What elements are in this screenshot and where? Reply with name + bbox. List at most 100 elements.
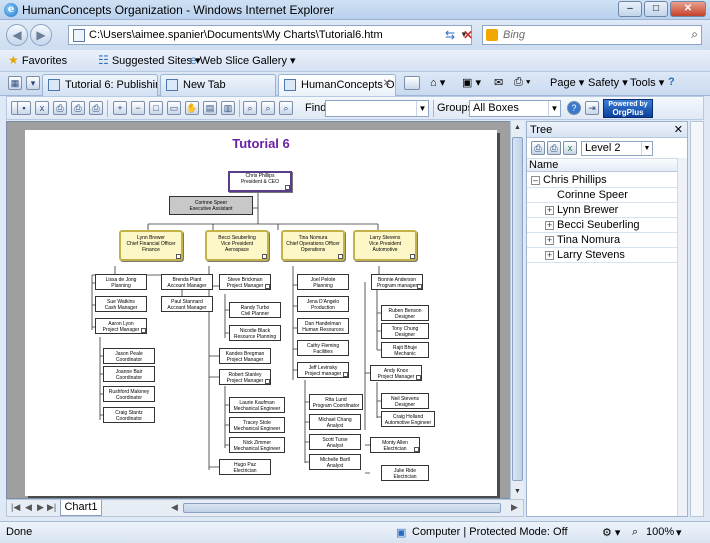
expand-icon[interactable] <box>343 372 348 377</box>
orgplus-logo[interactable]: Powered by OrgPlus <box>603 99 653 118</box>
mail-icon[interactable]: ✉ <box>494 77 504 89</box>
address-dropdown-icon[interactable]: ▼ <box>460 30 468 39</box>
print-setup-icon[interactable]: ⎙ <box>89 101 103 115</box>
expand-icon[interactable] <box>265 379 270 384</box>
horizontal-scroll-thumb[interactable] <box>183 503 501 513</box>
tree-print-icon[interactable]: ⎙ <box>531 141 545 155</box>
org-view-icon[interactable]: ▤ <box>203 101 217 115</box>
minimize-button[interactable]: – <box>618 1 642 17</box>
expand-icon[interactable] <box>285 185 290 190</box>
close-button[interactable]: ✕ <box>670 1 706 17</box>
prev-sheet-icon[interactable]: ◀ <box>25 502 32 512</box>
collapse-icon[interactable]: – <box>531 175 540 185</box>
window-scrollbar[interactable] <box>690 121 704 517</box>
forward-button[interactable]: ▶ <box>30 24 52 46</box>
tab-list-icon[interactable]: ▾ <box>26 76 40 90</box>
print-preview-icon[interactable]: ⎙ <box>71 101 85 115</box>
expand-icon[interactable] <box>262 254 267 259</box>
maximize-button[interactable]: □ <box>644 1 668 17</box>
scroll-up-icon[interactable]: ▲ <box>514 124 521 131</box>
new-tab-button[interactable] <box>404 76 420 90</box>
level-select[interactable]: Level 2 ▼ <box>581 141 653 156</box>
stop-icon[interactable]: ✕ <box>462 28 474 42</box>
home-icon[interactable]: ⌂ ▾ <box>430 77 446 89</box>
next-sheet-icon[interactable]: ▶ <box>37 502 44 512</box>
last-sheet-icon[interactable]: ▶| <box>47 502 57 512</box>
search-icon[interactable]: ⌕ <box>691 27 698 41</box>
zoom-fit-icon[interactable]: □ <box>149 101 163 115</box>
groups-select[interactable]: All Boxes ▼ <box>469 100 561 117</box>
suggested-sites-link[interactable]: ☷ Suggested Sites ▾ <box>98 53 201 67</box>
expand-icon[interactable]: + <box>545 220 554 230</box>
feeds-icon[interactable]: ▣ ▾ <box>462 77 481 89</box>
org-node-vp-automotive[interactable]: Larry Stevens Vice President Automotive <box>353 230 417 261</box>
level-dropdown-icon[interactable]: ▼ <box>641 142 652 155</box>
find-next-icon[interactable]: ⌕ <box>261 101 275 115</box>
expand-icon[interactable]: + <box>545 235 554 245</box>
save-icon[interactable]: ▪ <box>17 101 31 115</box>
refresh-icon[interactable]: ⇆ <box>444 28 456 42</box>
tree-print-preview-icon[interactable]: ⎙ <box>547 141 561 155</box>
first-sheet-icon[interactable]: |◀ <box>11 502 21 512</box>
scroll-right-icon[interactable]: ▶ <box>511 502 518 512</box>
org-node-vp-aerospace[interactable]: Becci Seuberling Vice President Aerospac… <box>205 230 269 261</box>
back-button[interactable]: ◀ <box>6 24 28 46</box>
security-icon[interactable]: ⚙ ▾ <box>602 527 621 539</box>
favorites-button[interactable]: ★ Favorites <box>8 53 67 67</box>
expand-icon[interactable]: + <box>545 205 554 215</box>
zoom-in-icon[interactable]: + <box>113 101 127 115</box>
expand-icon[interactable] <box>410 254 415 259</box>
expand-icon[interactable] <box>141 328 146 333</box>
web-slice-gallery-link[interactable]: e Web Slice Gallery ▾ <box>190 53 296 67</box>
find-input[interactable]: ▼ <box>325 100 429 117</box>
expand-icon[interactable] <box>417 284 422 289</box>
expand-icon[interactable] <box>176 254 181 259</box>
address-bar[interactable]: C:\Users\aimee.spanier\Documents\My Char… <box>68 25 472 45</box>
tree-scrollbar[interactable] <box>677 158 687 516</box>
find-prev-icon[interactable]: ⌕ <box>279 101 293 115</box>
zoom-dropdown-icon[interactable]: ▾ <box>676 527 682 539</box>
scroll-left-icon[interactable]: ◀ <box>171 502 178 512</box>
pan-icon[interactable]: ✋ <box>185 101 199 115</box>
safety-menu[interactable]: Safety ▾ <box>588 77 628 89</box>
tree-close-icon[interactable]: ✕ <box>673 124 683 136</box>
zoom-out-icon[interactable]: − <box>131 101 145 115</box>
expand-icon[interactable] <box>414 447 419 452</box>
groups-dropdown-icon[interactable]: ▼ <box>548 101 560 116</box>
exit-icon[interactable]: ⇥ <box>585 101 599 115</box>
close-tab-icon[interactable]: ✕ <box>382 78 391 89</box>
expand-icon[interactable] <box>416 375 421 380</box>
help-icon[interactable]: ? <box>567 101 581 115</box>
scroll-thumb[interactable] <box>512 137 523 481</box>
expand-icon[interactable] <box>338 254 343 259</box>
sheet-tab-chart1[interactable]: Chart1 <box>60 500 102 516</box>
